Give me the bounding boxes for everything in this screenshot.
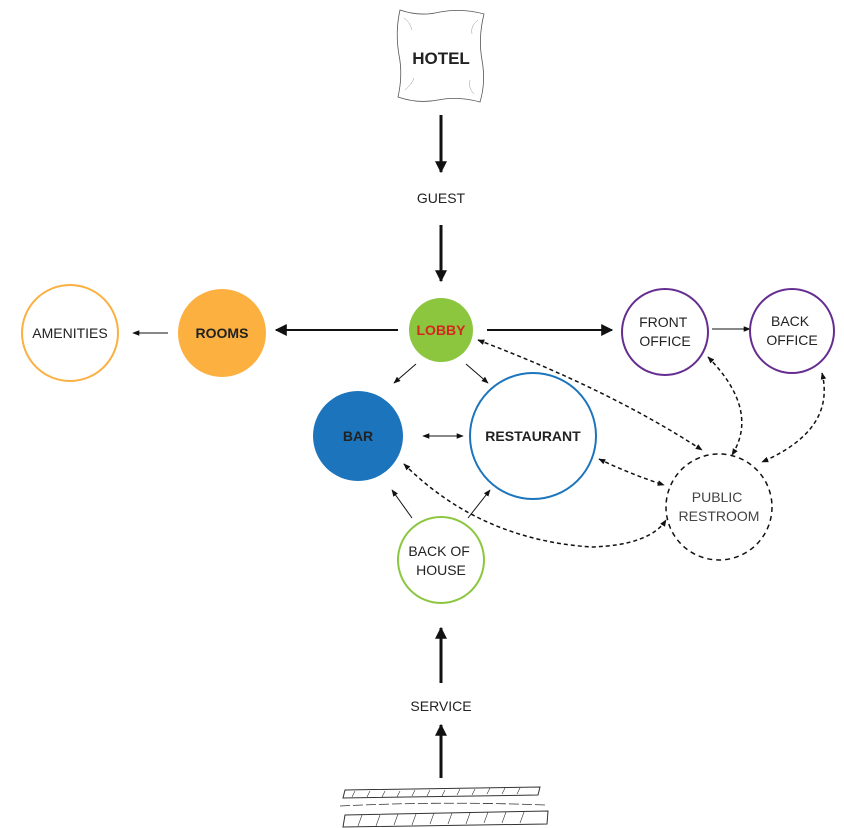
public-restroom-label: PUBLIC RESTROOM: [679, 489, 760, 524]
back-office-label: BACK OFFICE: [766, 313, 817, 348]
public-restroom-label-line1: PUBLIC: [692, 489, 743, 505]
bar-node: [313, 391, 403, 481]
back-office-restroom-dashed-arrow: [761, 372, 827, 463]
bar-label: BAR: [343, 428, 373, 444]
lobby-to-bar-arrow: [393, 363, 417, 384]
back-office-node: [749, 288, 835, 374]
sidewalk-planks-icon: [339, 786, 549, 828]
front-office-label-line1: FRONT: [639, 314, 688, 330]
back-of-house-to-restaurant-arrow: [467, 489, 491, 519]
restaurant-label: RESTAURANT: [485, 428, 581, 444]
service-label: SERVICE: [410, 698, 471, 714]
front-office-node: [621, 288, 709, 376]
back-of-house-label-line2: HOUSE: [416, 562, 466, 578]
restaurant-restroom-dashed-arrow: [598, 458, 665, 486]
pillow-icon: [396, 9, 485, 103]
front-office-restroom-dashed-arrow: [707, 356, 743, 456]
back-office-label-line1: BACK: [771, 313, 810, 329]
front-office-label-line2: OFFICE: [639, 333, 690, 349]
lobby-node: [409, 298, 473, 362]
amenities-label: AMENITIES: [32, 325, 107, 341]
hotel-label: HOTEL: [412, 49, 470, 68]
back-of-house-label-line1: BACK OF: [408, 543, 469, 559]
back-office-label-line2: OFFICE: [766, 332, 817, 348]
rooms-node: [178, 289, 266, 377]
bar-restroom-dashed-arrow: [403, 463, 667, 548]
amenities-node: [21, 284, 119, 382]
public-restroom-label-line2: RESTROOM: [679, 508, 760, 524]
back-of-house-to-bar-arrow: [391, 489, 413, 519]
guest-label: GUEST: [417, 190, 466, 206]
lobby-label: LOBBY: [417, 322, 467, 338]
rooms-label: ROOMS: [196, 325, 249, 341]
public-restroom-node: [665, 453, 773, 561]
lobby-to-restaurant-arrow: [465, 363, 489, 384]
back-of-house-label: BACK OF HOUSE: [408, 543, 473, 578]
back-of-house-node: [397, 516, 485, 604]
